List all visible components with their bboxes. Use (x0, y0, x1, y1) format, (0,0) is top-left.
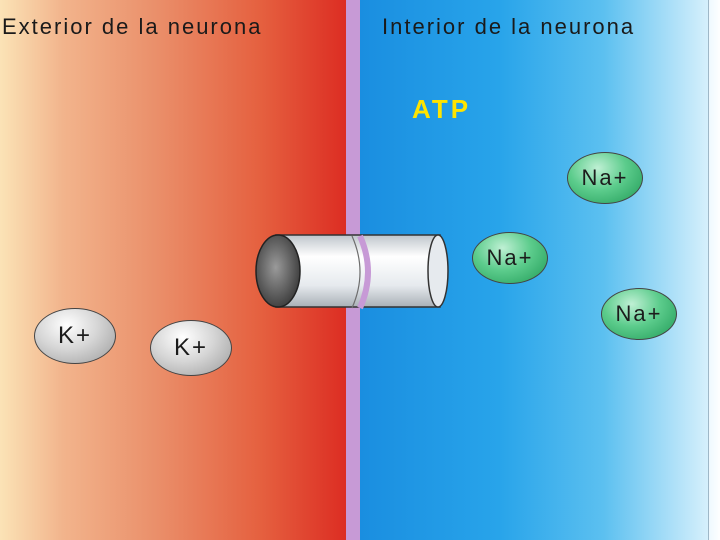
sodium-ion: Na+ (567, 152, 643, 204)
atp-label: ATP (412, 94, 472, 124)
exterior-title: Exterior de la neurona (2, 14, 263, 39)
membrane-channel-icon (255, 234, 449, 310)
right-edge-strip (708, 0, 720, 540)
potassium-ion: K+ (150, 320, 232, 376)
potassium-ion: K+ (34, 308, 116, 364)
sodium-ion: Na+ (601, 288, 677, 340)
interior-title: Interior de la neurona (382, 14, 636, 39)
sodium-ion: Na+ (472, 232, 548, 284)
